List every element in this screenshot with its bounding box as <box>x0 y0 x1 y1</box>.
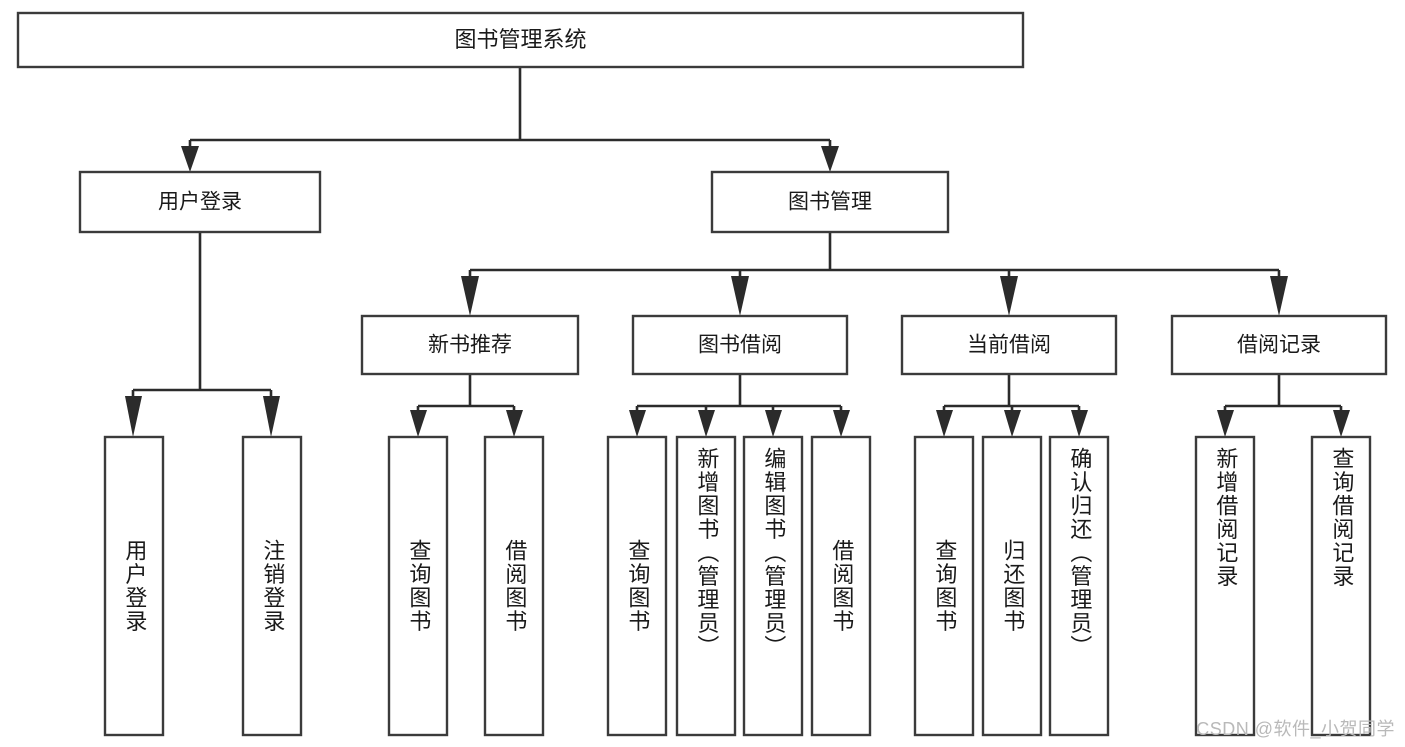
node-new-book-recommend-label: 新书推荐 <box>428 334 512 357</box>
arrow-head-jyjl-leaf-2 <box>1333 410 1350 437</box>
arrow-head-to-new-book-rec <box>461 276 479 316</box>
node-user-login-box <box>78 170 322 234</box>
leaf-box-confirm-return-admin[interactable] <box>1048 435 1110 737</box>
node-current-borrow-box <box>900 314 1118 376</box>
node-borrow-record[interactable]: 借阅记录 <box>1170 314 1388 376</box>
arrow-head-to-book-manage <box>821 146 839 172</box>
arrow-head-to-leaf-logout <box>263 396 280 437</box>
leaf-box-add-borrow-record[interactable] <box>1194 435 1256 737</box>
arrow-head-dqjy-leaf-3 <box>1071 410 1088 437</box>
arrow-head-tsjy-leaf-4 <box>833 410 850 437</box>
connector-layer <box>125 67 1350 437</box>
leaf-box-query-book-tsjy[interactable] <box>606 435 668 737</box>
node-new-book-recommend[interactable]: 新书推荐 <box>360 314 580 376</box>
arrow-head-nbr-leaf-1 <box>410 410 427 437</box>
watermark-text: CSDN @软件_小贺同学 <box>1196 719 1395 739</box>
node-book-borrow-box <box>631 314 849 376</box>
arrow-head-to-borrow-record <box>1270 276 1288 316</box>
node-book-borrow-label: 图书借阅 <box>698 334 782 357</box>
arrow-head-dqjy-leaf-2 <box>1004 410 1021 437</box>
node-user-login[interactable]: 用户登录 <box>78 170 322 234</box>
arrow-head-nbr-leaf-2 <box>506 410 523 437</box>
leaf-box-add-book-admin[interactable] <box>675 435 737 737</box>
leaf-box-return-book[interactable] <box>981 435 1043 737</box>
leaf-box-query-book-dqjy[interactable] <box>913 435 975 737</box>
leaf-box-borrow-book-tsjy[interactable] <box>810 435 872 737</box>
arrow-head-tsjy-leaf-3 <box>765 410 782 437</box>
node-book-management-label: 图书管理 <box>788 191 872 214</box>
arrow-head-dqjy-leaf-1 <box>936 410 953 437</box>
node-current-borrow[interactable]: 当前借阅 <box>900 314 1118 376</box>
leaf-box-user-login[interactable] <box>103 435 165 737</box>
node-root-box <box>16 11 1025 69</box>
leaf-box-query-book-nbr[interactable] <box>387 435 449 737</box>
arrow-head-to-user-login <box>181 146 199 172</box>
arrow-head-to-book-borrow <box>731 276 749 316</box>
arrow-head-tsjy-leaf-1 <box>629 410 646 437</box>
node-root-label: 图书管理系统 <box>454 27 586 52</box>
leaf-box-query-borrow-record[interactable] <box>1310 435 1372 737</box>
node-book-management-box <box>710 170 950 234</box>
leaf-box-layer <box>103 435 1372 737</box>
node-book-management[interactable]: 图书管理 <box>710 170 950 234</box>
node-new-book-recommend-box <box>360 314 580 376</box>
arrow-head-tsjy-leaf-2 <box>698 410 715 437</box>
leaf-box-logout[interactable] <box>241 435 303 737</box>
node-borrow-record-box <box>1170 314 1388 376</box>
arrow-head-to-current-borrow <box>1000 276 1018 316</box>
node-current-borrow-label: 当前借阅 <box>967 334 1051 357</box>
node-borrow-record-label: 借阅记录 <box>1237 334 1321 357</box>
arrow-head-to-leaf-user-login <box>125 396 142 437</box>
node-root-book-management-system[interactable]: 图书管理系统 <box>16 11 1025 69</box>
arrow-head-jyjl-leaf-1 <box>1217 410 1234 437</box>
leaf-box-borrow-book-nbr[interactable] <box>483 435 545 737</box>
leaf-box-edit-book-admin[interactable] <box>742 435 804 737</box>
node-book-borrow[interactable]: 图书借阅 <box>631 314 849 376</box>
node-user-login-label: 用户登录 <box>158 191 242 214</box>
